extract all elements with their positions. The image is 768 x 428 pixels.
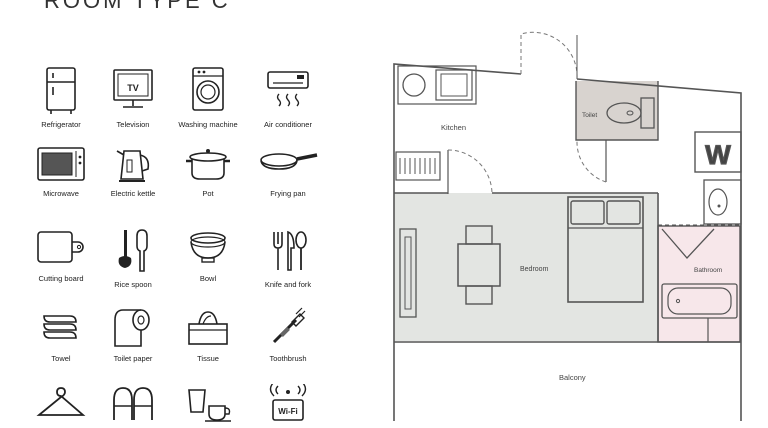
pot-icon bbox=[186, 149, 230, 180]
cutting-board-icon bbox=[37, 231, 84, 263]
amenity-label: Rice spoon bbox=[114, 280, 152, 289]
amenity-label: Knife and fork bbox=[264, 280, 312, 289]
amenity-towel: Towel bbox=[19, 306, 103, 363]
amenity-frying-pan: Frying pan bbox=[246, 145, 330, 198]
amenity-label: Pot bbox=[202, 189, 214, 198]
amenity-slippers bbox=[91, 384, 175, 428]
amenity-label: Towel bbox=[51, 354, 71, 363]
svg-text:TV: TV bbox=[127, 83, 139, 93]
wifi-label: Wi-Fi bbox=[278, 407, 297, 416]
amenity-label: Toilet paper bbox=[113, 354, 153, 363]
amenity-washing-machine: Washing machine bbox=[166, 66, 250, 129]
page-title: ROOM TYPE C bbox=[44, 0, 231, 13]
bowl-icon bbox=[190, 232, 226, 263]
amenity-label: Tissue bbox=[197, 354, 219, 363]
hanger-icon bbox=[36, 387, 86, 416]
amenity-label: Air conditioner bbox=[264, 120, 312, 129]
bedroom-area bbox=[394, 193, 657, 341]
amenity-air-conditioner: Air conditioner bbox=[246, 66, 330, 129]
toilet-paper-icon bbox=[114, 309, 150, 347]
tissue-icon bbox=[188, 311, 228, 345]
slippers-icon bbox=[113, 387, 153, 420]
wifi-icon: Wi-Fi bbox=[269, 384, 307, 421]
amenity-label: Washing machine bbox=[178, 120, 238, 129]
balcony-label: Balcony bbox=[559, 373, 586, 382]
microwave-icon bbox=[37, 147, 85, 181]
amenity-label: Microwave bbox=[43, 189, 79, 198]
electric-kettle-icon bbox=[116, 150, 150, 182]
amenity-toothbrush: Toothbrush bbox=[246, 306, 330, 363]
amenity-electric-kettle: Electric kettle bbox=[91, 145, 175, 198]
amenity-rice-spoon: Rice spoon bbox=[91, 226, 175, 289]
amenity-toilet-paper: Toilet paper bbox=[91, 306, 175, 363]
frying-pan-icon bbox=[260, 153, 318, 170]
amenity-hanger bbox=[19, 384, 103, 428]
amenity-label: Bowl bbox=[199, 274, 217, 283]
amenity-label: Television bbox=[116, 120, 150, 129]
amenity-wifi: Wi-Fi bbox=[246, 384, 330, 428]
refrigerator-icon bbox=[46, 67, 76, 114]
washer-mark: W bbox=[705, 140, 731, 170]
amenity-television: TV Television bbox=[91, 66, 175, 129]
amenity-refrigerator: Refrigerator bbox=[19, 66, 103, 129]
bathroom-label: Bathroom bbox=[694, 267, 722, 274]
towel-icon bbox=[43, 315, 77, 339]
amenity-label: Frying pan bbox=[270, 189, 306, 198]
amenity-pot: Pot bbox=[166, 145, 250, 198]
bedroom-label: Bedroom bbox=[520, 266, 549, 273]
rice-spoon-icon bbox=[118, 229, 148, 272]
amenity-knife-and-fork: Knife and fork bbox=[246, 226, 330, 289]
amenity-tissue: Tissue bbox=[166, 306, 250, 363]
amenity-label: Cutting board bbox=[38, 274, 84, 283]
toothbrush-icon bbox=[272, 307, 306, 344]
television-icon: TV bbox=[113, 69, 153, 108]
amenity-label: Toothbrush bbox=[269, 354, 307, 363]
air-conditioner-icon bbox=[267, 71, 309, 107]
washing-machine-icon bbox=[192, 67, 224, 111]
amenity-label: Refrigerator bbox=[41, 120, 81, 129]
toilet-area bbox=[576, 81, 658, 140]
amenity-label: Electric kettle bbox=[110, 189, 156, 198]
amenity-cutting-board: Cutting board bbox=[19, 226, 103, 283]
amenity-bowl: Bowl bbox=[166, 226, 250, 283]
toilet-label: Toilet bbox=[582, 112, 597, 119]
amenity-microwave: Microwave bbox=[19, 145, 103, 198]
knife-and-fork-icon bbox=[273, 230, 307, 271]
kitchen-label: Kitchen bbox=[441, 123, 466, 132]
